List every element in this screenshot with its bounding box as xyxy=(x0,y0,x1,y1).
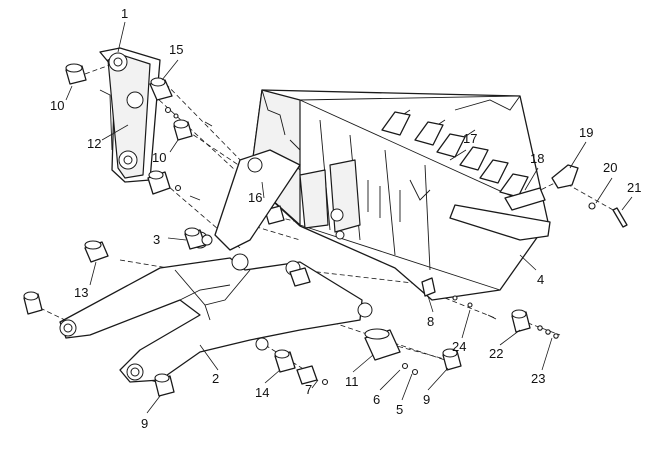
bucket-teeth xyxy=(381,111,529,198)
callout-17: 17 xyxy=(463,131,477,146)
boom xyxy=(59,253,373,383)
callout-14: 14 xyxy=(255,385,269,400)
callout-21: 21 xyxy=(627,180,641,195)
callout-10b: 10 xyxy=(152,150,166,165)
callout-9a: 9 xyxy=(141,416,148,431)
callout-1: 1 xyxy=(121,6,128,21)
callout-8: 8 xyxy=(427,314,434,329)
callout-19: 19 xyxy=(579,125,593,140)
callout-7: 7 xyxy=(305,382,312,397)
bushings xyxy=(65,63,193,141)
bolt-and-washer xyxy=(588,202,628,228)
small-hardware xyxy=(321,277,559,386)
callout-10a: 10 xyxy=(50,98,64,113)
callout-22: 22 xyxy=(489,346,503,361)
pins-15 xyxy=(147,77,213,201)
callout-4: 4 xyxy=(537,272,544,287)
callout-5: 5 xyxy=(396,402,403,417)
leader-lines xyxy=(65,21,633,414)
callout-13: 13 xyxy=(74,285,88,300)
callout-15: 15 xyxy=(169,42,183,57)
side-cutter-parts xyxy=(504,164,579,211)
pins-11-13-14 xyxy=(84,240,401,385)
callout-6: 6 xyxy=(373,392,380,407)
callout-23: 23 xyxy=(531,371,545,386)
link-plates xyxy=(99,47,161,183)
callout-16: 16 xyxy=(248,190,262,205)
callout-3: 3 xyxy=(153,232,160,247)
callout-18: 18 xyxy=(530,151,544,166)
callout-12: 12 xyxy=(87,136,101,151)
callout-24: 24 xyxy=(452,339,466,354)
callout-11: 11 xyxy=(345,374,359,389)
callout-2: 2 xyxy=(212,371,219,386)
callout-labels: 1 15 10 12 10 16 3 13 2 14 7 9 11 6 5 9 … xyxy=(50,6,641,431)
callout-9b: 9 xyxy=(423,392,430,407)
bushings-9 xyxy=(23,291,462,397)
pin-3 xyxy=(184,227,213,250)
callout-20: 20 xyxy=(603,160,617,175)
